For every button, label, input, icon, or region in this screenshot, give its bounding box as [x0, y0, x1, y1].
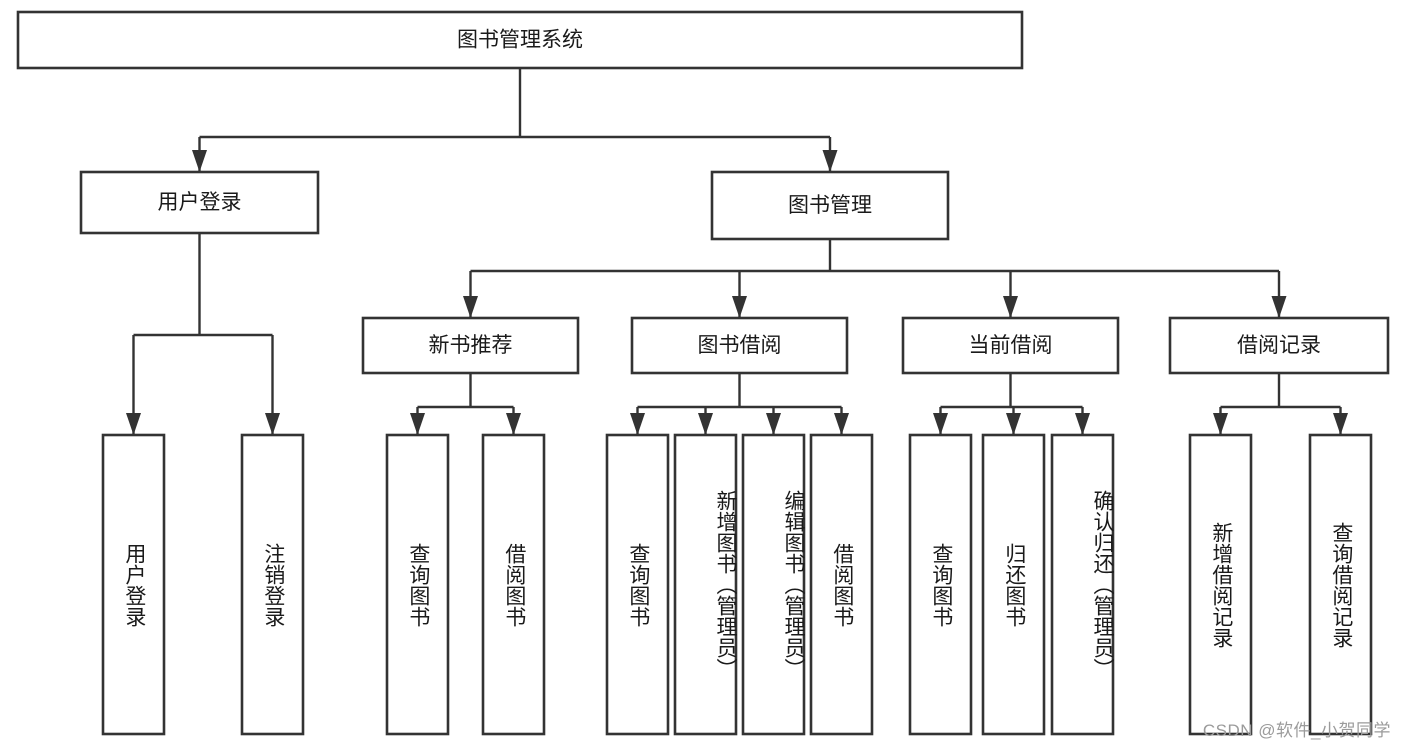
node-box-borrow-add-book[interactable]: [673, 433, 738, 736]
node-box-new-book-recommend[interactable]: [361, 316, 580, 375]
node-box-user-login[interactable]: [79, 170, 320, 235]
node-label-book-borrow: 图书借阅: [698, 334, 782, 357]
node-box-records-add[interactable]: [1188, 433, 1253, 736]
node-box-borrow-query-book[interactable]: [605, 433, 670, 736]
node-box-current-query-book[interactable]: [908, 433, 973, 736]
node-box-current-return-book[interactable]: [981, 433, 1046, 736]
arrow-head-icon: [698, 413, 713, 435]
node-box-user-login-do[interactable]: [101, 433, 166, 736]
node-box-current-borrow[interactable]: [901, 316, 1120, 375]
node-label-new-book-recommend: 新书推荐: [429, 334, 513, 357]
node-box-borrow-records[interactable]: [1168, 316, 1390, 375]
arrow-head-icon: [834, 413, 849, 435]
arrow-head-icon: [1213, 413, 1228, 435]
arrow-head-icon: [265, 413, 280, 435]
arrow-head-icon: [1006, 413, 1021, 435]
node-label-book-management: 图书管理: [788, 194, 872, 217]
arrow-head-icon: [506, 413, 521, 435]
node-box-current-confirm-return[interactable]: [1050, 433, 1115, 736]
node-box-recommend-borrow-book[interactable]: [481, 433, 546, 736]
arrow-head-icon: [766, 413, 781, 435]
node-box-book-borrow[interactable]: [630, 316, 849, 375]
arrow-head-icon: [192, 150, 207, 172]
node-box-records-query[interactable]: [1308, 433, 1373, 736]
node-box-borrow-edit-book[interactable]: [741, 433, 806, 736]
arrow-head-icon: [630, 413, 645, 435]
arrow-head-icon: [1003, 296, 1018, 318]
node-box-layer: [16, 10, 1390, 736]
node-box-root[interactable]: [16, 10, 1024, 70]
arrow-head-icon: [822, 150, 838, 172]
arrow-head-icon: [1271, 296, 1287, 318]
node-box-user-logout[interactable]: [240, 433, 305, 736]
arrow-head-icon: [463, 296, 478, 318]
node-label-user-login: 用户登录: [158, 191, 242, 214]
connector-layer: [126, 68, 1348, 435]
arrow-head-icon: [1333, 413, 1348, 435]
node-box-recommend-query-book[interactable]: [385, 433, 450, 736]
arrow-head-icon: [126, 413, 141, 435]
arrow-head-icon: [410, 413, 425, 435]
node-box-book-management[interactable]: [710, 170, 950, 241]
arrow-head-icon: [933, 413, 948, 435]
node-box-borrow-borrow-book[interactable]: [809, 433, 874, 736]
node-label-root: 图书管理系统: [457, 29, 583, 52]
arrow-head-icon: [1075, 413, 1090, 435]
arrow-head-icon: [732, 296, 747, 318]
node-label-current-borrow: 当前借阅: [969, 334, 1053, 357]
node-label-borrow-records: 借阅记录: [1237, 334, 1321, 357]
